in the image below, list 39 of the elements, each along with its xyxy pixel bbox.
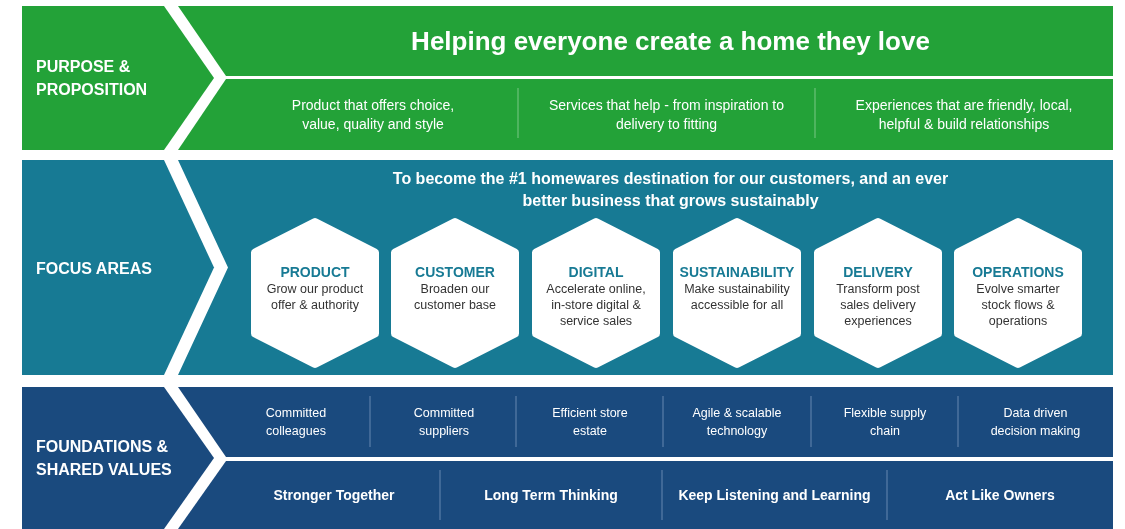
- focus-hexagon: [673, 218, 801, 368]
- pillar-text: Experiences that are friendly, local, helpful & build relationships: [854, 95, 1074, 134]
- focus-hexagon: [391, 218, 519, 368]
- pillar-text: Product that offers choice, value, quality and style: [290, 95, 456, 134]
- focus-hexagon: [954, 218, 1082, 368]
- value-text: Keep Listening and Learning: [677, 485, 872, 505]
- headline: Helping everyone create a home they love: [410, 25, 931, 57]
- focus-title: DIGITAL: [567, 264, 625, 280]
- pillar-text: Efficient store estate: [551, 405, 629, 440]
- focus-title: CUSTOMER: [414, 264, 496, 280]
- focus-title: DELIVERY: [842, 264, 914, 280]
- focus-title: PRODUCT: [279, 264, 351, 280]
- focus-description: Transform post sales delivery experiences: [835, 281, 921, 329]
- value-text: Long Term Thinking: [483, 485, 619, 505]
- focus-description: Grow our product offer & authority: [265, 281, 365, 313]
- focus-description: Make sustainability accessible for all: [683, 281, 791, 313]
- pillar-text: Data driven decision making: [989, 405, 1082, 440]
- value-text: Stronger Together: [272, 485, 396, 505]
- row-title: FOCUS AREAS: [36, 258, 153, 278]
- vision-statement: To become the #1 homewares destination for our customers, and an ever better business that grows sustainably: [391, 169, 950, 211]
- focus-description: Accelerate online, in-store digital & service sales: [545, 281, 647, 329]
- focus-title: OPERATIONS: [971, 264, 1065, 280]
- focus-hexagon: [532, 218, 660, 368]
- focus-hexagon: [814, 218, 942, 368]
- focus-description: Evolve smarter stock flows & operations: [975, 281, 1061, 329]
- focus-description: Broaden our customer base: [413, 281, 497, 313]
- section-label-tab: [22, 6, 214, 150]
- pillar-text: Agile & scalable technology: [691, 405, 783, 440]
- section-label-tab: [22, 160, 214, 375]
- value-text: Act Like Owners: [944, 485, 1056, 505]
- pillar-text: Committed suppliers: [412, 405, 476, 440]
- row-title: PURPOSE & PROPOSITION: [36, 57, 149, 100]
- pillar-text: Services that help - from inspiration to delivery to fitting: [548, 95, 785, 134]
- pillar-text: Committed colleagues: [264, 405, 328, 440]
- focus-hexagon: [251, 218, 379, 368]
- row-title: FOUNDATIONS & SHARED VALUES: [36, 437, 173, 480]
- section-label-tab: [22, 387, 214, 529]
- focus-title: SUSTAINABILITY: [678, 264, 796, 280]
- pillar-text: Flexible supply chain: [842, 405, 928, 440]
